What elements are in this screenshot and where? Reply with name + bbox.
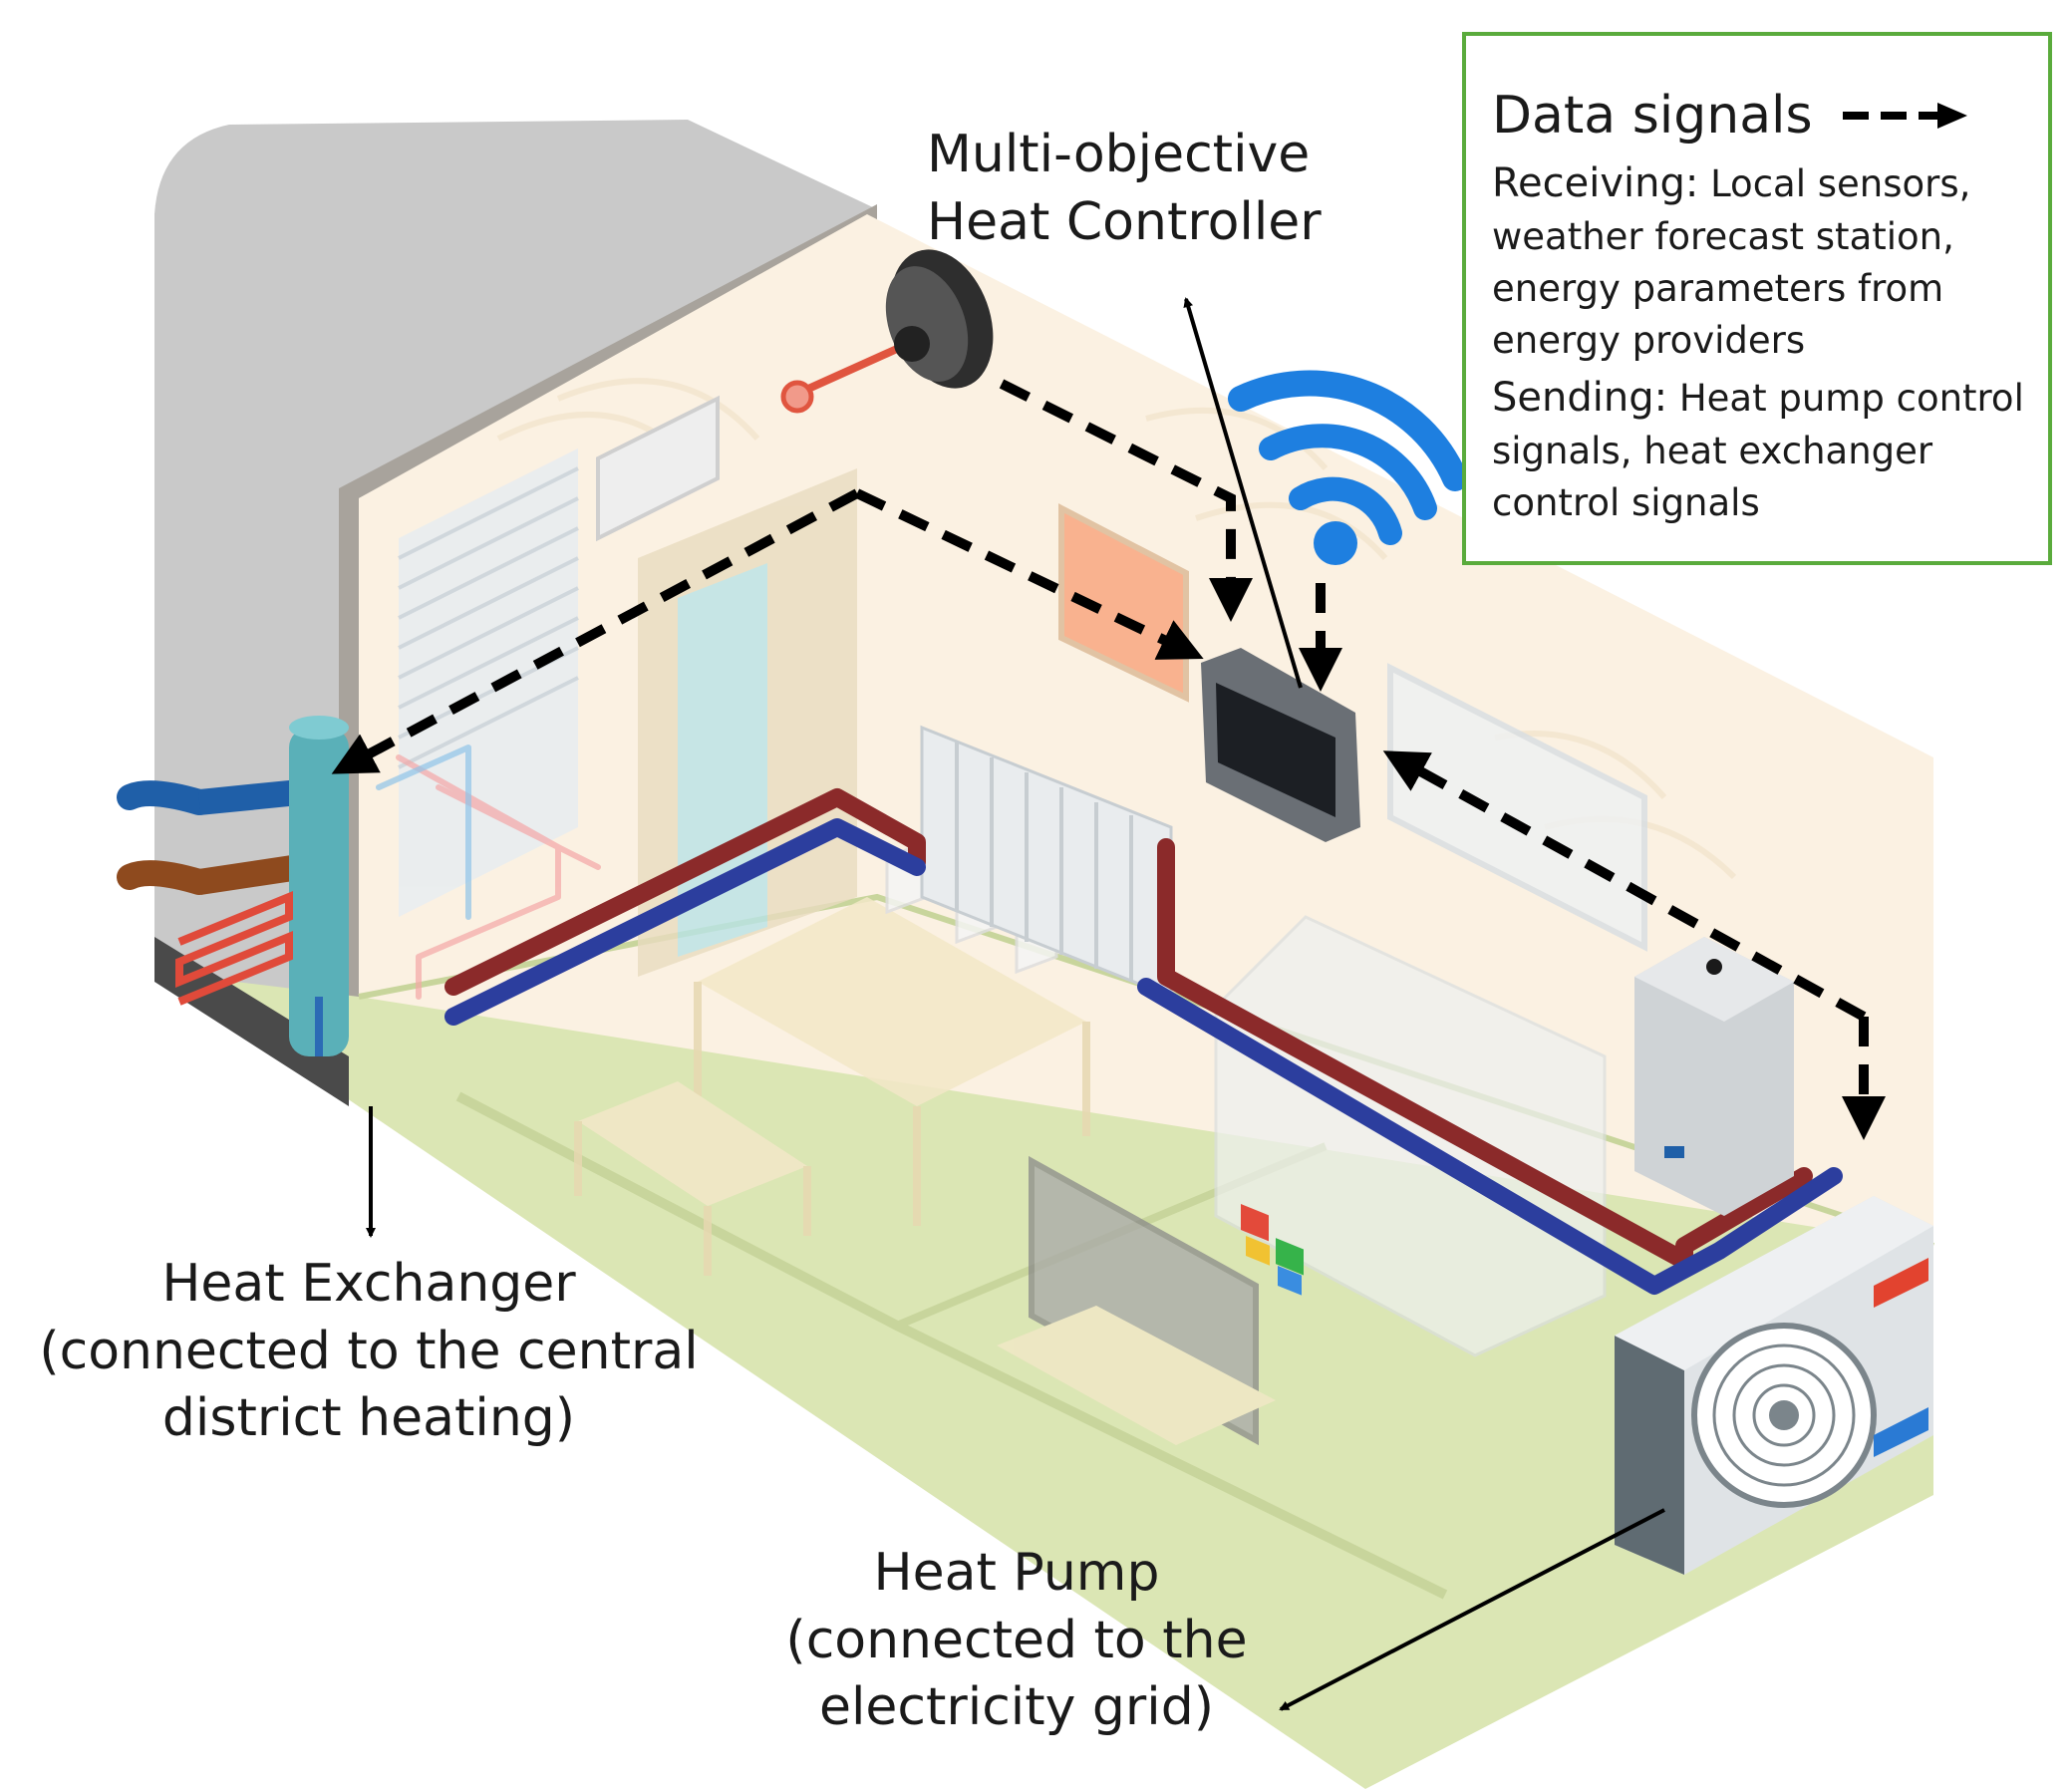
heat-controller-label: Multi-objective Heat Controller — [927, 122, 1326, 256]
wall-pictures — [596, 395, 1647, 952]
legend-title: Data signals — [1492, 86, 1813, 146]
receiving-heading: Receiving: — [1492, 160, 1699, 206]
pump-label-line-3: electricity grid) — [818, 1677, 1215, 1738]
exchanger-label-line-3: district heating) — [161, 1388, 576, 1449]
pump-label-line-2: (connected to the — [785, 1610, 1248, 1670]
legend-sending: Sending: Heat pump control signals, heat… — [1492, 370, 2024, 529]
sending-text: Heat pump control signals, heat exchange… — [1492, 377, 2024, 525]
pump-label-line-1: Heat Pump — [873, 1543, 1160, 1603]
boiler — [1634, 937, 1794, 1216]
heat-pump-unit — [1615, 1196, 1933, 1575]
heat-pump-label: Heat Pump (connected to the electricity … — [738, 1540, 1296, 1742]
television — [997, 1155, 1276, 1446]
dashed-arrow-icon — [1842, 103, 1967, 129]
controller-label-line-2: Heat Controller — [927, 191, 1322, 252]
heating-pipes — [376, 745, 1843, 1295]
heat-controller-device — [1201, 648, 1360, 1296]
wifi-icon — [1228, 370, 1468, 565]
window-blinds — [398, 448, 579, 917]
heat-exchanger-unit — [117, 716, 349, 1056]
legend-title-row: Data signals — [1492, 86, 2024, 146]
controller-label-line-1: Multi-objective — [927, 125, 1311, 184]
data-signals-legend: Data signals Receiving: Local sensors, w… — [1462, 32, 2052, 565]
outdoor-sensor — [780, 249, 994, 414]
label-pointers — [366, 297, 1665, 1711]
exchanger-label-line-1: Heat Exchanger — [161, 1254, 576, 1314]
sending-heading: Sending: — [1492, 375, 1668, 422]
exchanger-label-line-2: (connected to the central — [39, 1321, 699, 1381]
heat-exchanger-label: Heat Exchanger (connected to the central… — [20, 1251, 718, 1453]
receiving-text: Local sensors, weather forecast station,… — [1492, 162, 1971, 362]
data-signal-arrows — [331, 379, 1886, 1140]
legend-receiving: Receiving: Local sensors, weather foreca… — [1492, 155, 2024, 366]
